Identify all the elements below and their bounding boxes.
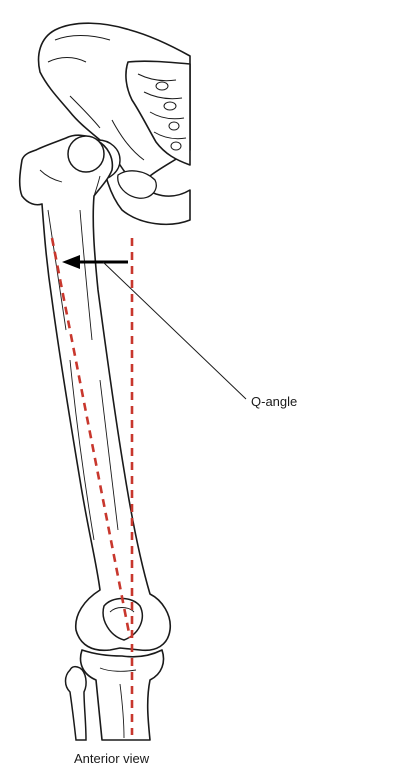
femur-mechanical-axis (50, 237, 132, 639)
dashed-axis-lines (50, 237, 134, 735)
q-angle-label: Q-angle (251, 394, 298, 409)
tibia-detail-lines (99, 667, 137, 739)
arrow-head-icon (62, 255, 80, 269)
fibula (64, 665, 87, 741)
pelvis-detail-lines (47, 35, 187, 161)
anterior-view-caption: Anterior view (74, 751, 150, 766)
tibia (79, 649, 165, 741)
q-angle-leader-line (102, 261, 247, 400)
